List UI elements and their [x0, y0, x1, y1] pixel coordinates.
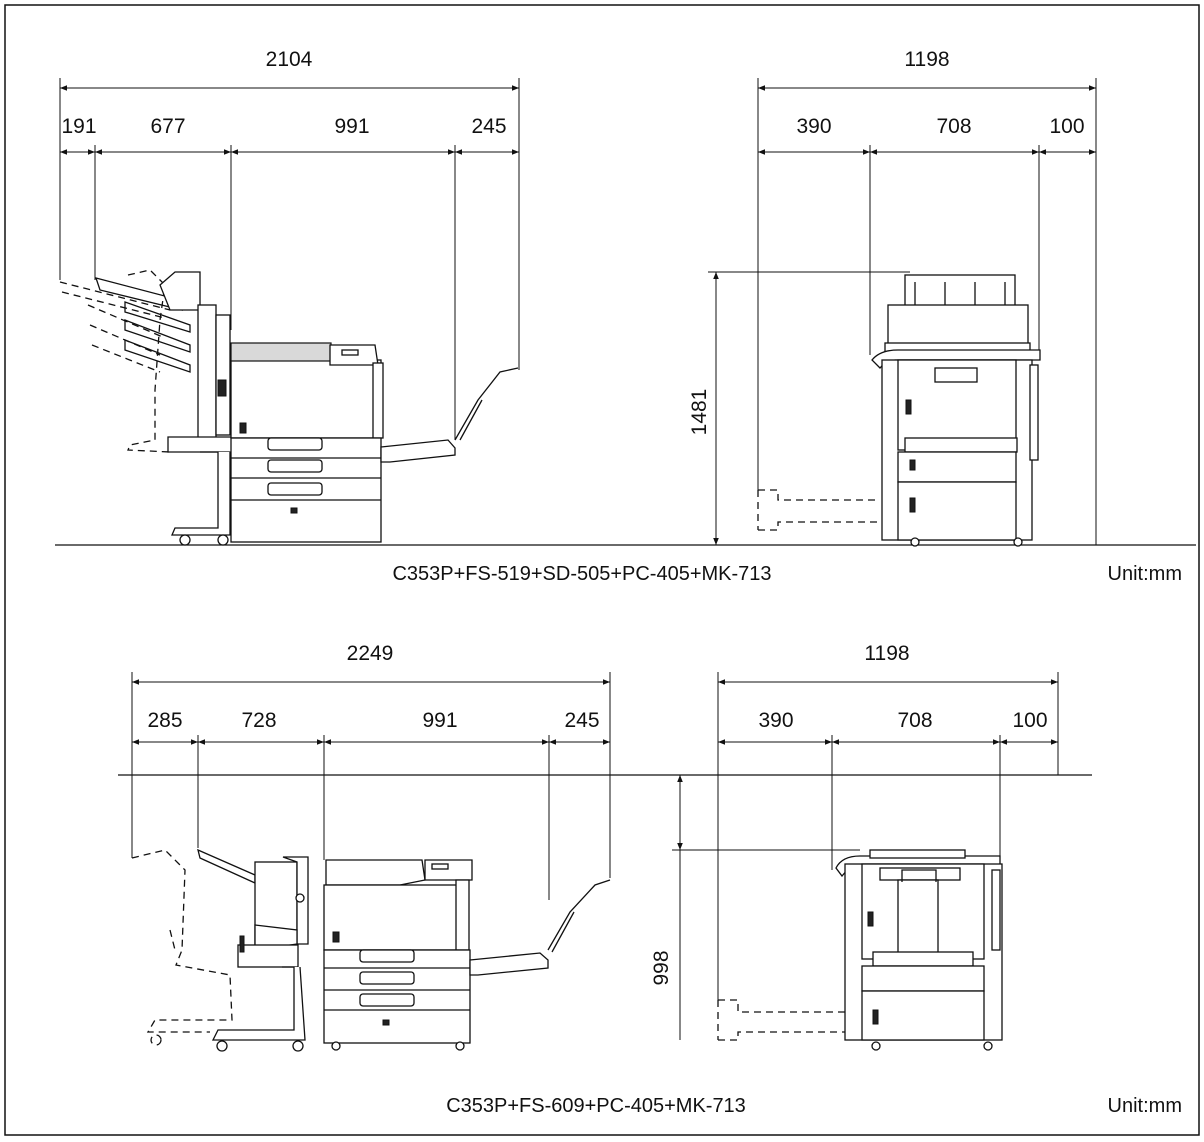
bottom-side-seg3: 991 [422, 709, 457, 732]
bottom-front-seg2: 708 [897, 709, 932, 732]
top-front-seg2: 708 [936, 115, 971, 138]
top-side-overall-label: 2104 [266, 48, 313, 71]
bottom-front-height-label: 998 [650, 950, 673, 985]
bottom-front-overall-label: 1198 [864, 642, 909, 665]
bottom-section: 2249 285 728 991 245 [118, 642, 1182, 1117]
bottom-side-seg1: 285 [147, 709, 182, 732]
top-section: 2104 191 677 991 245 [55, 48, 1196, 585]
top-side-seg1: 191 [61, 115, 96, 138]
top-front-seg3: 100 [1049, 115, 1084, 138]
top-front-dimensions: 1198 390 708 100 1481 [688, 48, 1097, 545]
bottom-unit-label: Unit:mm [1108, 1095, 1182, 1117]
top-caption: C353P+FS-519+SD-505+PC-405+MK-713 [392, 563, 771, 585]
top-front-height-label: 1481 [688, 389, 711, 436]
top-front-view-drawing [757, 274, 1041, 547]
bottom-side-overall-label: 2249 [347, 642, 394, 665]
top-side-seg4: 245 [471, 115, 506, 138]
bottom-caption: C353P+FS-609+PC-405+MK-713 [446, 1095, 746, 1117]
bottom-side-dimensions: 2249 285 728 991 245 [131, 642, 611, 900]
top-side-view-drawing [59, 269, 519, 546]
bottom-side-seg4: 245 [564, 709, 599, 732]
bottom-front-seg1: 390 [758, 709, 793, 732]
top-side-seg3: 991 [334, 115, 369, 138]
top-front-overall-label: 1198 [904, 48, 949, 71]
top-side-dimensions: 2104 191 677 991 245 [59, 48, 520, 440]
top-front-seg1: 390 [796, 115, 831, 138]
page-border [4, 4, 1200, 1136]
top-side-seg2: 677 [150, 115, 185, 138]
top-unit-label: Unit:mm [1108, 563, 1182, 585]
bottom-side-seg2: 728 [241, 709, 276, 732]
bottom-front-view-drawing [717, 849, 1003, 1051]
bottom-side-view-drawing [131, 848, 611, 1052]
bottom-front-seg3: 100 [1012, 709, 1047, 732]
bottom-front-dimensions: 1198 390 708 100 998 [650, 642, 1059, 1040]
